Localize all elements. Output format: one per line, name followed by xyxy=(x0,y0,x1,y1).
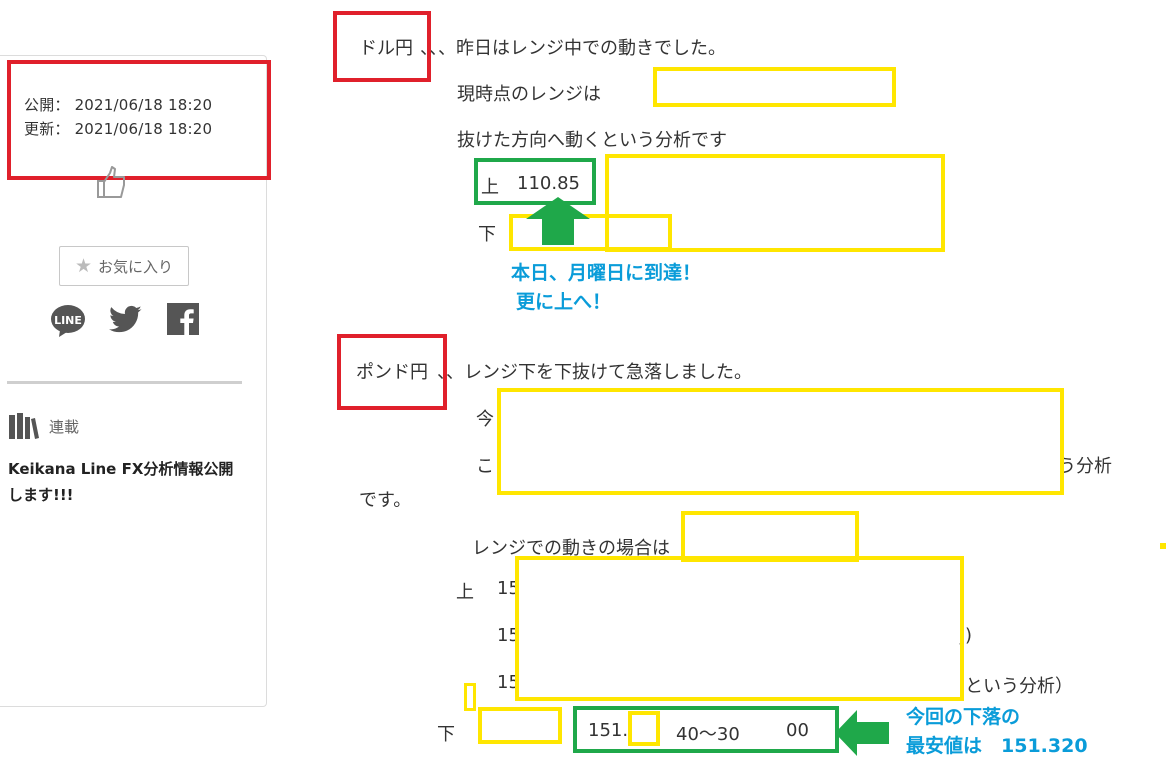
usd-direction: 抜けた方向へ動くという分析です xyxy=(457,130,727,151)
red-highlight-gbp xyxy=(337,334,447,410)
gbp-line2-end: う分析 xyxy=(1058,456,1112,477)
gbp-val-b: 15 xyxy=(497,625,520,646)
line-icon[interactable]: LINE xyxy=(50,303,86,339)
usd-annotation-2: 更に上へ！ xyxy=(516,291,612,313)
yellow-mask-usd-down xyxy=(509,214,672,251)
yellow-mask-gbp-levels xyxy=(515,556,964,701)
gbp-annotation-2: 最安値は 151.320 xyxy=(906,735,1088,757)
red-highlight-usd xyxy=(333,11,431,82)
facebook-icon[interactable] xyxy=(167,303,199,335)
gbp-intro: 、、レンジ下を下抜けて急落しました。 xyxy=(437,362,752,383)
gbp-line2-wrap: です。 xyxy=(359,490,412,511)
star-icon: ★ xyxy=(74,255,93,277)
usd-range-label: 現時点のレンジは xyxy=(457,84,601,105)
favorite-button[interactable]: ★ お気に入り xyxy=(59,246,189,286)
green-highlight-gbp-low xyxy=(573,706,839,753)
usd-annotation-1: 本日、月曜日に到達！ xyxy=(511,262,702,284)
updated-date: 更新： 2021/06/18 18:20 xyxy=(24,120,213,138)
gbp-val-c: 15 xyxy=(497,672,520,693)
like-icon[interactable] xyxy=(96,165,128,201)
green-left-arrow-icon xyxy=(835,710,889,756)
yellow-mask-usd-detail xyxy=(605,154,945,252)
usd-down-label: 下 xyxy=(478,224,496,245)
usd-up-value: 110.85 xyxy=(517,173,580,194)
gbp-line2-start: こ xyxy=(476,456,494,477)
series-title-link[interactable]: Keikana Line FX分析情報公開します!!! xyxy=(8,460,234,504)
gbp-title: ポンド円 xyxy=(356,362,428,383)
usd-up-label: 上 xyxy=(481,177,499,198)
usd-title: ドル円 xyxy=(359,38,413,59)
twitter-icon[interactable] xyxy=(109,305,143,335)
gbp-low-b: 40～30 xyxy=(676,724,740,745)
gbp-line1: 今 xyxy=(476,409,494,430)
series-label: 連載 xyxy=(49,418,80,436)
red-highlight-dates xyxy=(7,60,271,180)
gbp-annotation-1: 今回の下落の xyxy=(906,706,1021,728)
gbp-down-label: 下 xyxy=(437,724,455,745)
sidebar-divider xyxy=(7,381,242,384)
yellow-mask-gbp-down xyxy=(478,707,562,744)
svg-text:LINE: LINE xyxy=(54,314,82,327)
yellow-dot xyxy=(1160,543,1166,549)
gbp-paren-c: という分析） xyxy=(965,676,1073,697)
green-up-arrow-icon xyxy=(526,197,590,245)
yellow-mask-gbp-analysis xyxy=(497,388,1064,495)
yellow-mask-gbp-low xyxy=(628,711,660,746)
gbp-val-a: 15 xyxy=(497,578,520,599)
green-highlight-usd-up xyxy=(474,158,596,205)
usd-intro: 、、、昨日はレンジ中での動きでした。 xyxy=(420,38,726,59)
gbp-up-label: 上 xyxy=(456,582,474,603)
yellow-mask-usd-range xyxy=(653,67,896,107)
yellow-mask-gbp-range xyxy=(681,511,859,562)
gbp-low-c: 00 xyxy=(786,720,809,741)
books-icon xyxy=(8,411,40,439)
gbp-low-a: 151. xyxy=(588,720,629,741)
favorite-label: お気に入り xyxy=(98,257,174,276)
yellow-mask-small xyxy=(464,683,476,711)
published-date: 公開： 2021/06/18 18:20 xyxy=(24,96,213,114)
gbp-range-case: レンジでの動きの場合は xyxy=(472,538,670,559)
